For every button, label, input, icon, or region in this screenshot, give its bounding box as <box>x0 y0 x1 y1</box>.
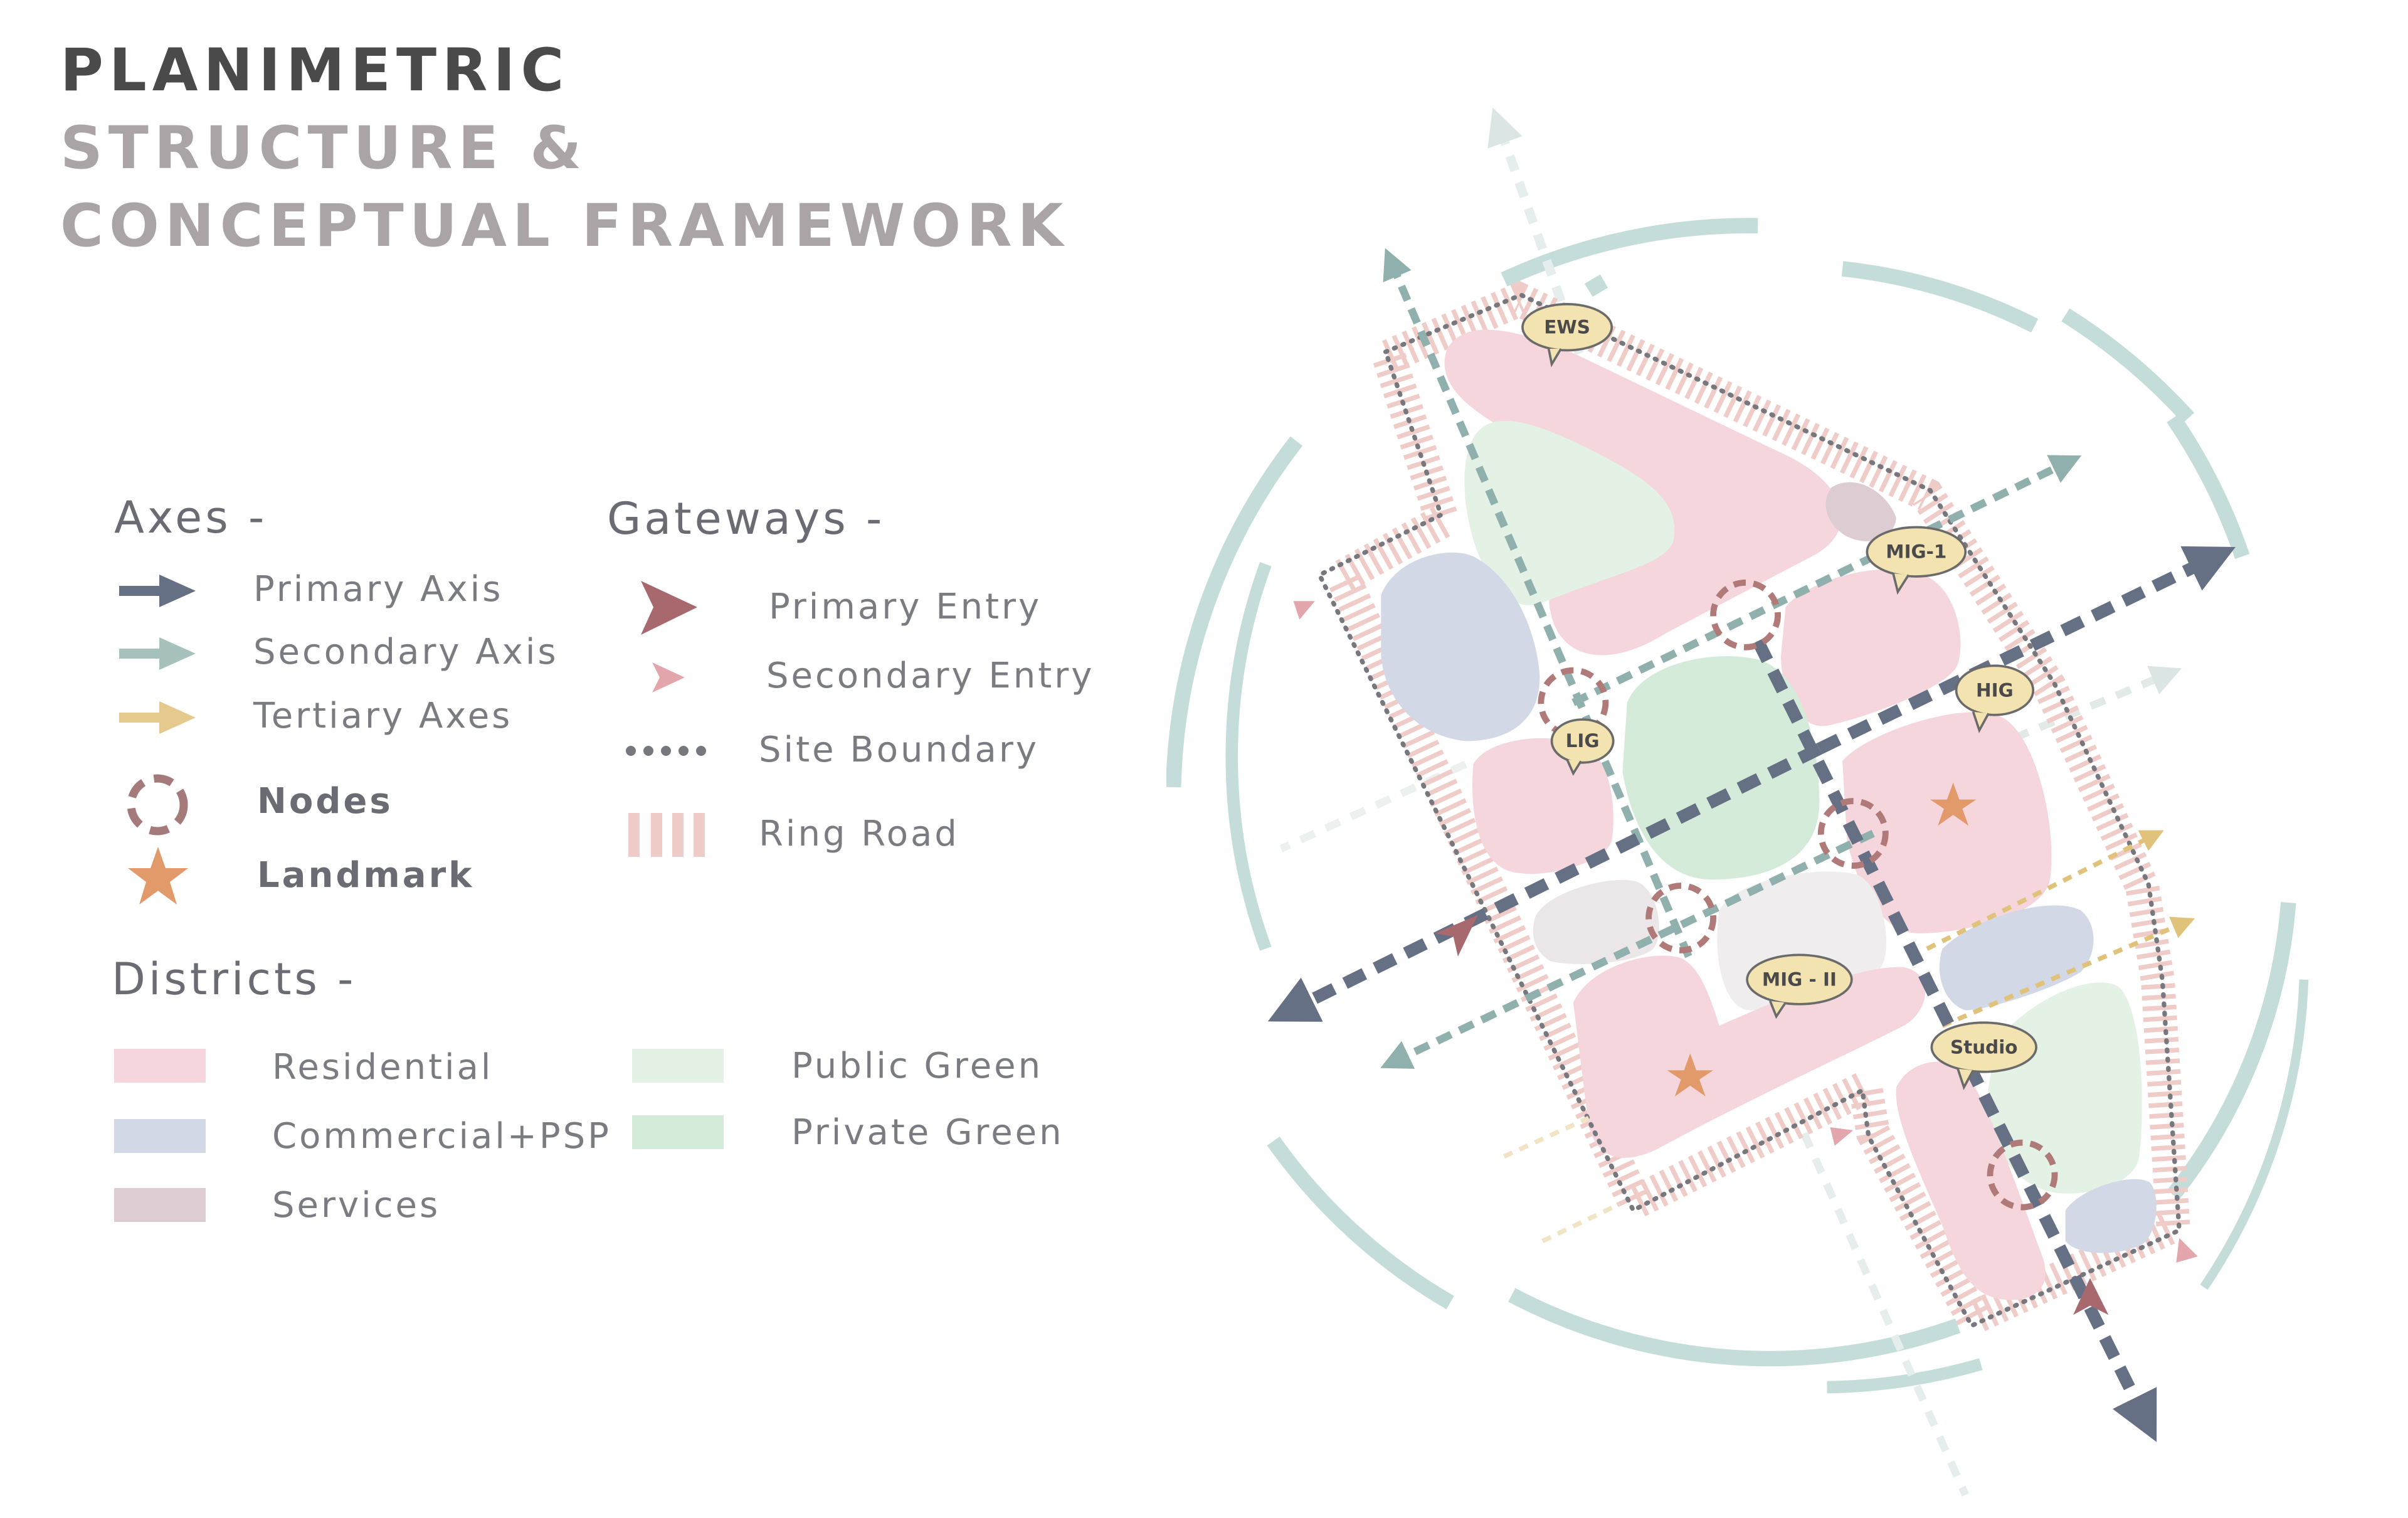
private-green-label: Private Green <box>791 1112 1064 1153</box>
secondary-axis-north <box>1383 248 1692 958</box>
private-green-swatch <box>632 1115 724 1149</box>
landmark-star-2 <box>1667 1053 1714 1096</box>
nodes-label: Nodes <box>257 781 393 822</box>
commercial-block-west <box>1381 552 1540 741</box>
secondary-axis-arrow-icon <box>119 637 196 670</box>
residential-label: Residential <box>272 1047 494 1088</box>
primary-entry-icon <box>641 581 697 635</box>
label-hig: HIG <box>1976 679 2014 701</box>
site-plan-diagram: EWS MIG-1 HIG LIG MIG - II Studio <box>1166 107 2309 1497</box>
tertiary-axes <box>1503 830 2195 1243</box>
primary-axis-label: Primary Axis <box>253 569 504 610</box>
title-line-3: CONCEPTUAL FRAMEWORK <box>60 192 1069 260</box>
primary-entry-label: Primary Entry <box>769 586 1042 627</box>
faint-south-axis <box>1800 1132 1969 1497</box>
tertiary-axis-arrow-icon <box>119 701 196 734</box>
secondary-axis-northeast <box>1571 455 2082 706</box>
tertiary-axis-label: Tertiary Axes <box>253 696 513 736</box>
secondary-entry-1 <box>1293 601 1315 620</box>
private-green-central <box>1622 656 1820 880</box>
commercial-block-southeast <box>2065 1179 2157 1253</box>
axes-heading: Axes - <box>114 492 268 543</box>
tertiary-axis-3 <box>1503 1115 1590 1159</box>
tertiary-axis-4 <box>1541 1202 1621 1243</box>
landmark-label: Landmark <box>257 855 475 896</box>
district-blocks <box>1381 329 2157 1300</box>
commercial-block-east <box>1939 905 2094 1011</box>
label-ews: EWS <box>1544 316 1590 337</box>
residential-swatch <box>114 1049 206 1083</box>
primary-axis-arrow-icon <box>119 575 196 607</box>
tertiary-axis-1 <box>1926 830 2164 951</box>
label-mig2: MIG - II <box>1762 969 1837 990</box>
outer-ring-arcs <box>1166 218 2309 1394</box>
site-boundary-icon <box>626 746 706 756</box>
residential-block-studio <box>1896 1061 2046 1300</box>
secondary-axes <box>1380 248 2082 1069</box>
site-boundary-label: Site Boundary <box>759 730 1040 770</box>
label-studio-bubble: Studio <box>1930 1021 2037 1090</box>
node-5 <box>1987 1139 2058 1211</box>
landmark-star-1 <box>1930 782 1977 826</box>
primary-entry-west <box>1435 915 1478 957</box>
primary-axis-east <box>1817 546 2236 755</box>
primary-axis-north-south <box>1752 638 2157 1442</box>
secondary-axis-label: Secondary Axis <box>253 632 559 672</box>
public-green-swatch <box>632 1049 724 1083</box>
map-labels: EWS MIG-1 HIG LIG MIG - II Studio <box>1521 303 2037 1090</box>
label-mig2-bubble: MIG - II <box>1746 953 1853 1019</box>
gateways-heading: Gateways - <box>607 493 885 544</box>
secondary-axis-southwest <box>1380 830 1875 1069</box>
nodes-icon <box>127 774 188 836</box>
node-3 <box>1817 798 1889 869</box>
ring-road-icon <box>628 813 705 857</box>
title-line-1: PLANIMETRIC <box>60 36 570 105</box>
node-4 <box>1645 883 1716 953</box>
services-label: Services <box>272 1185 441 1226</box>
secondary-entry-3 <box>2176 1238 2198 1263</box>
title-line-2: STRUCTURE & <box>60 114 588 183</box>
residential-block-lig <box>1472 738 1613 874</box>
secondary-entry-icon <box>652 662 685 693</box>
landmarks <box>1667 782 1977 1096</box>
residential-block-mig1 <box>1781 569 1961 726</box>
inner-ring-arc <box>1584 274 1608 297</box>
services-block <box>1825 482 1896 541</box>
tertiary-axis-2 <box>1941 916 2195 1028</box>
landmark-star-icon <box>128 847 188 905</box>
primary-entry-south <box>2073 1278 2109 1315</box>
primary-axes <box>1267 546 2236 1442</box>
faint-north-axis <box>1487 107 1593 381</box>
districts-heading: Districts - <box>112 953 357 1005</box>
secondary-entry-label: Secondary Entry <box>766 656 1095 696</box>
residential-block-hig <box>1842 712 2052 933</box>
commercial-label: Commercial+PSP <box>272 1116 611 1157</box>
node-1 <box>1710 579 1781 650</box>
label-hig-bubble: HIG <box>1955 664 2035 733</box>
label-mig1: MIG-1 <box>1886 541 1946 563</box>
services-block-south-1 <box>1533 879 1659 964</box>
services-swatch <box>114 1188 206 1222</box>
entries <box>1293 601 2198 1315</box>
label-mig1-bubble: MIG-1 <box>1866 526 1967 595</box>
label-lig-bubble: LIG <box>1550 718 1615 776</box>
label-studio: Studio <box>1950 1036 2018 1058</box>
commercial-swatch <box>114 1119 206 1153</box>
public-green-label: Public Green <box>791 1046 1043 1086</box>
ring-road-label: Ring Road <box>759 814 959 854</box>
label-ews-bubble: EWS <box>1521 303 1613 368</box>
secondary-entry-2 <box>1830 1127 1854 1146</box>
label-lig: LIG <box>1566 730 1600 751</box>
residential-block-mig2 <box>1573 955 1926 1158</box>
